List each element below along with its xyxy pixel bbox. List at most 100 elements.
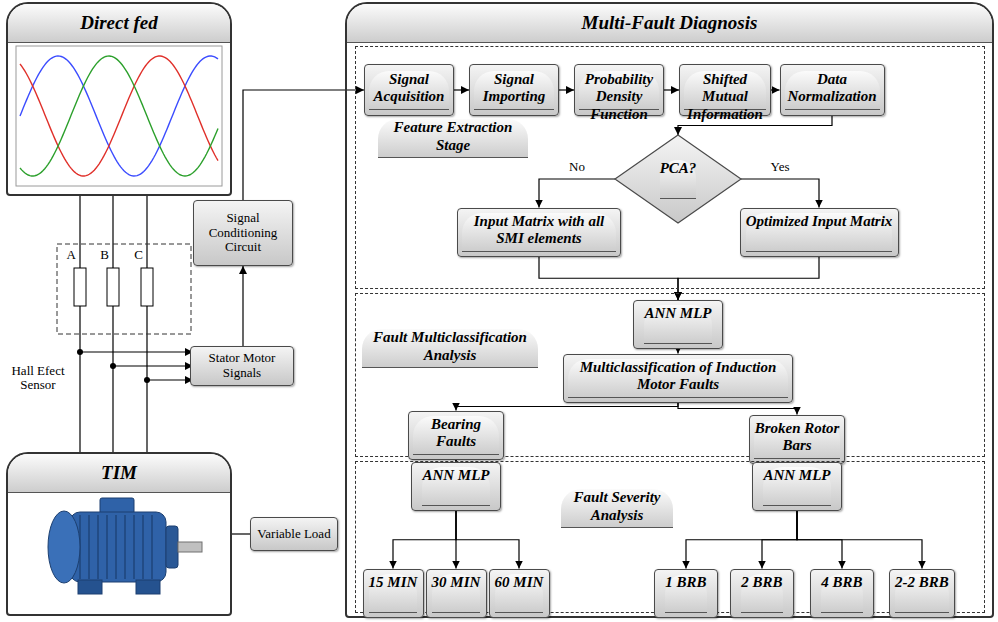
section-title: Fault Severity Analysis — [561, 489, 673, 528]
sine-waves — [20, 56, 218, 176]
fin — [115, 515, 117, 579]
section-title: Fault Multiclassification Analysis — [362, 329, 538, 368]
motor-foot — [78, 580, 102, 594]
stage-section: Feature Extraction Stage Signal Acquisiti… — [355, 46, 985, 289]
fin — [106, 515, 108, 579]
connector — [677, 349, 678, 354]
section-title: Feature Extraction Stage — [378, 119, 528, 158]
box-label: ANN MLP — [422, 467, 489, 506]
sine-wave — [20, 56, 218, 176]
process-box: 60 MIN — [489, 569, 550, 618]
process-box: Variable Load — [250, 517, 338, 551]
fan-cover — [48, 511, 80, 583]
connector — [686, 511, 797, 569]
box-label: Signal Acquisition — [369, 71, 449, 110]
process-box: Probability Density Function — [574, 64, 664, 116]
junction-dot — [144, 377, 150, 383]
box-label: ANN MLP — [644, 305, 711, 344]
process-box: Signal Importing — [469, 64, 559, 116]
fin — [97, 515, 99, 579]
box-label: Variable Load — [257, 527, 330, 542]
process-box: 4 BRB — [810, 569, 874, 618]
process-box: Signal Conditioning Circuit — [193, 200, 293, 266]
box-label: Signal Importing — [474, 71, 554, 110]
branch-label: Yes — [769, 160, 792, 174]
connector — [797, 511, 922, 569]
sensor-label: Hall Efect Sensor — [3, 364, 73, 393]
sensor-wire — [147, 379, 193, 380]
process-box: Optimized Input Matrix — [740, 208, 899, 257]
process-box: Broken Rotor Bars — [749, 415, 845, 464]
box-label: Data Normalization — [785, 71, 880, 110]
panel-title: Direct fed — [8, 4, 230, 43]
process-box: Stator Motor Signals — [190, 346, 294, 386]
connector — [664, 89, 679, 90]
resistor-symbol — [74, 268, 86, 306]
connector — [771, 89, 780, 90]
sine-wave — [20, 56, 218, 176]
box-label: Signal Conditioning Circuit — [198, 211, 288, 255]
connector — [112, 196, 113, 452]
connector — [232, 533, 250, 534]
panel-title: Multi-Fault Diagnosis — [347, 4, 992, 43]
box-label: 4 BRB — [821, 574, 862, 613]
panel: TIM — [6, 452, 232, 616]
connector — [454, 89, 469, 90]
sensor-wire — [80, 351, 193, 352]
connector — [559, 89, 574, 90]
stage-section: Fault Severity Analysis ANN MLP ANN MLP 15 … — [355, 461, 985, 613]
resistor-symbol — [107, 268, 119, 306]
end-shield — [166, 526, 178, 568]
process-box: ANN MLP — [633, 300, 723, 349]
box-label: 60 MIN — [495, 574, 544, 613]
process-box: 2 BRB — [730, 569, 794, 618]
fin — [151, 515, 153, 579]
fin — [88, 515, 90, 579]
phase-label: C — [129, 248, 143, 262]
motor-foot — [136, 580, 160, 594]
decision-label: PCA? — [660, 160, 697, 199]
motor-shaft — [178, 542, 202, 552]
resistor-symbol — [141, 268, 153, 306]
stage-section: Fault Multiclassification Analysis ANN ML… — [355, 293, 985, 457]
process-box: Bearing Faults — [408, 411, 504, 460]
sensor-enclosure — [57, 244, 191, 334]
box-label: ANN MLP — [763, 467, 830, 506]
process-box: ANN MLP — [752, 462, 842, 511]
process-box: Signal Acquisition — [364, 64, 454, 116]
box-label: 2-2 BRB — [895, 574, 949, 613]
box-label: 30 MIN — [432, 574, 481, 613]
connector — [79, 196, 80, 452]
junction-dot — [110, 363, 116, 369]
connector — [762, 511, 797, 569]
box-label: Bearing Faults — [413, 416, 499, 455]
connector — [393, 511, 456, 569]
sensor-wire — [113, 365, 193, 366]
motor-body — [70, 512, 166, 582]
connector — [678, 403, 797, 415]
box-label: Stator Motor Signals — [195, 351, 289, 380]
process-box: 1 BRB — [654, 569, 718, 618]
decision-diamond: PCA? — [615, 135, 741, 223]
fin — [124, 515, 126, 579]
box-label: 15 MIN — [369, 574, 418, 613]
phase-label: B — [95, 248, 109, 262]
motor-illustration — [48, 498, 202, 594]
process-box: 30 MIN — [426, 569, 487, 618]
box-label: Probability Density Function — [579, 71, 659, 110]
fin — [133, 515, 135, 579]
junction-dot — [77, 349, 83, 355]
waveform-plot — [16, 46, 222, 186]
diamond-shape — [615, 135, 741, 223]
connector — [456, 511, 519, 569]
box-label: Shifted Mutual Information — [684, 71, 766, 110]
connector — [741, 179, 819, 208]
box-label: Broken Rotor Bars — [754, 420, 840, 459]
connector — [456, 403, 678, 411]
cooling-fins — [80, 515, 152, 579]
fin — [142, 515, 144, 579]
process-box: 2-2 BRB — [889, 569, 955, 618]
box-label: 1 BRB — [665, 574, 706, 613]
